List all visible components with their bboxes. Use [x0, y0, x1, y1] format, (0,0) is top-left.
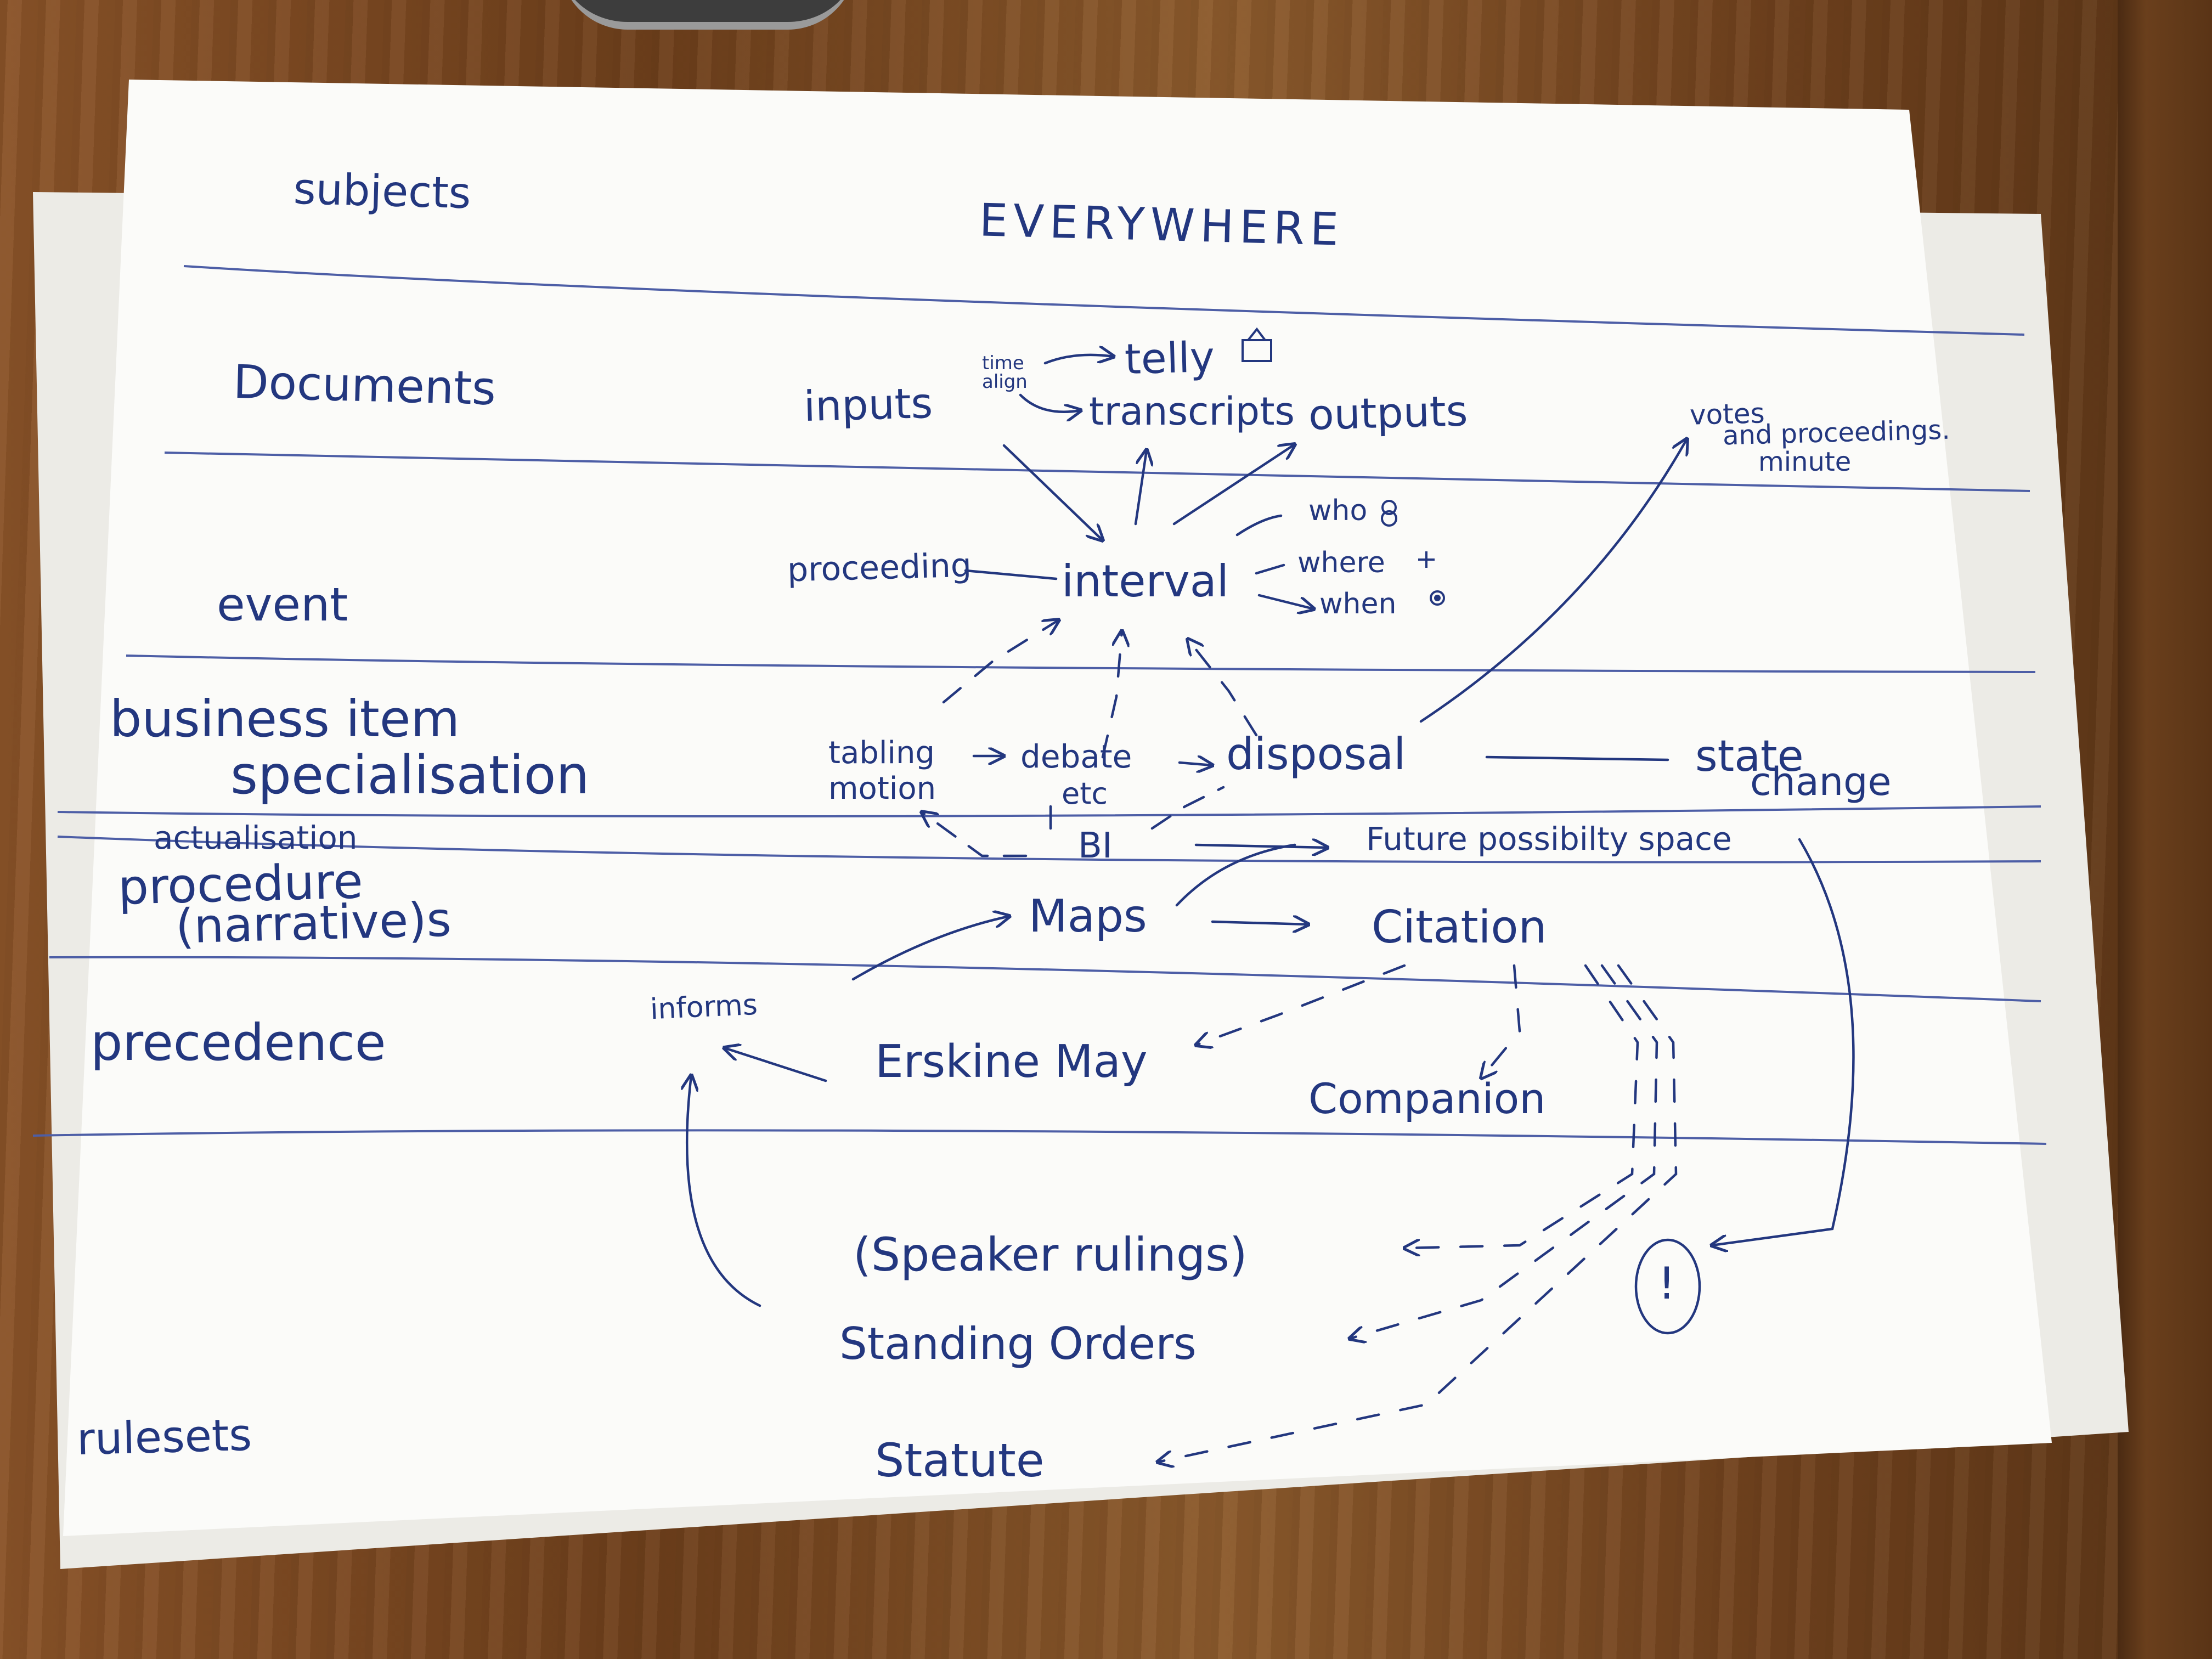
- layer-actualisation: actualisation: [154, 819, 358, 856]
- note-etc: etc: [1062, 776, 1108, 811]
- note-minute: minute: [1758, 447, 1852, 477]
- note-proceeding: proceeding: [787, 546, 972, 590]
- note-tabling: tabling: [828, 735, 935, 771]
- note-future-space: Future possibilty space: [1366, 820, 1732, 857]
- note-disposal: disposal: [1226, 729, 1406, 780]
- layer-event: event: [217, 578, 348, 631]
- note-interval: interval: [1062, 556, 1229, 607]
- layer-rulesets: rulesets: [76, 1409, 253, 1465]
- note-where: where: [1297, 546, 1385, 579]
- note-time-align: time align: [982, 352, 1028, 393]
- note-votes-proceedings: and proceedings.: [1722, 414, 1951, 452]
- note-change: change: [1750, 759, 1892, 804]
- note-telly: telly: [1124, 332, 1215, 384]
- layer-specialisation: specialisation: [230, 744, 590, 806]
- note-everywhere: EVERYWHERE: [978, 194, 1345, 256]
- note-informs: informs: [649, 988, 758, 1026]
- note-bi: BI: [1078, 826, 1113, 866]
- tv-icon: [1242, 327, 1272, 362]
- layer-subjects: subjects: [292, 164, 472, 219]
- note-standing-orders: Standing Orders: [839, 1318, 1197, 1369]
- layer-documents: Documents: [232, 354, 497, 416]
- note-debate: debate: [1020, 738, 1132, 775]
- layer-precedence: precedence: [91, 1013, 386, 1072]
- note-outputs: outputs: [1307, 386, 1469, 439]
- desk-edge: [2118, 0, 2212, 1659]
- note-companion: Companion: [1308, 1074, 1546, 1123]
- note-motion: motion: [828, 771, 936, 806]
- main-sheet: [63, 80, 2052, 1536]
- note-speaker-rulings: (Speaker rulings): [853, 1228, 1248, 1282]
- layer-narratives: (narrative)s: [174, 892, 452, 955]
- note-who: who: [1308, 494, 1368, 527]
- note-exclamation: !: [1658, 1258, 1676, 1309]
- note-transcripts: transcripts: [1089, 389, 1295, 434]
- note-when: when: [1319, 588, 1397, 620]
- note-erskine-may: Erskine May: [875, 1036, 1148, 1088]
- note-maps: Maps: [1029, 890, 1147, 943]
- note-state: state: [1695, 732, 1804, 781]
- note-inputs: inputs: [803, 378, 934, 431]
- note-citation: Citation: [1372, 901, 1547, 953]
- lamp-base: [560, 0, 856, 30]
- note-statute: Statute: [875, 1434, 1045, 1487]
- layer-business-item: business item: [110, 690, 460, 748]
